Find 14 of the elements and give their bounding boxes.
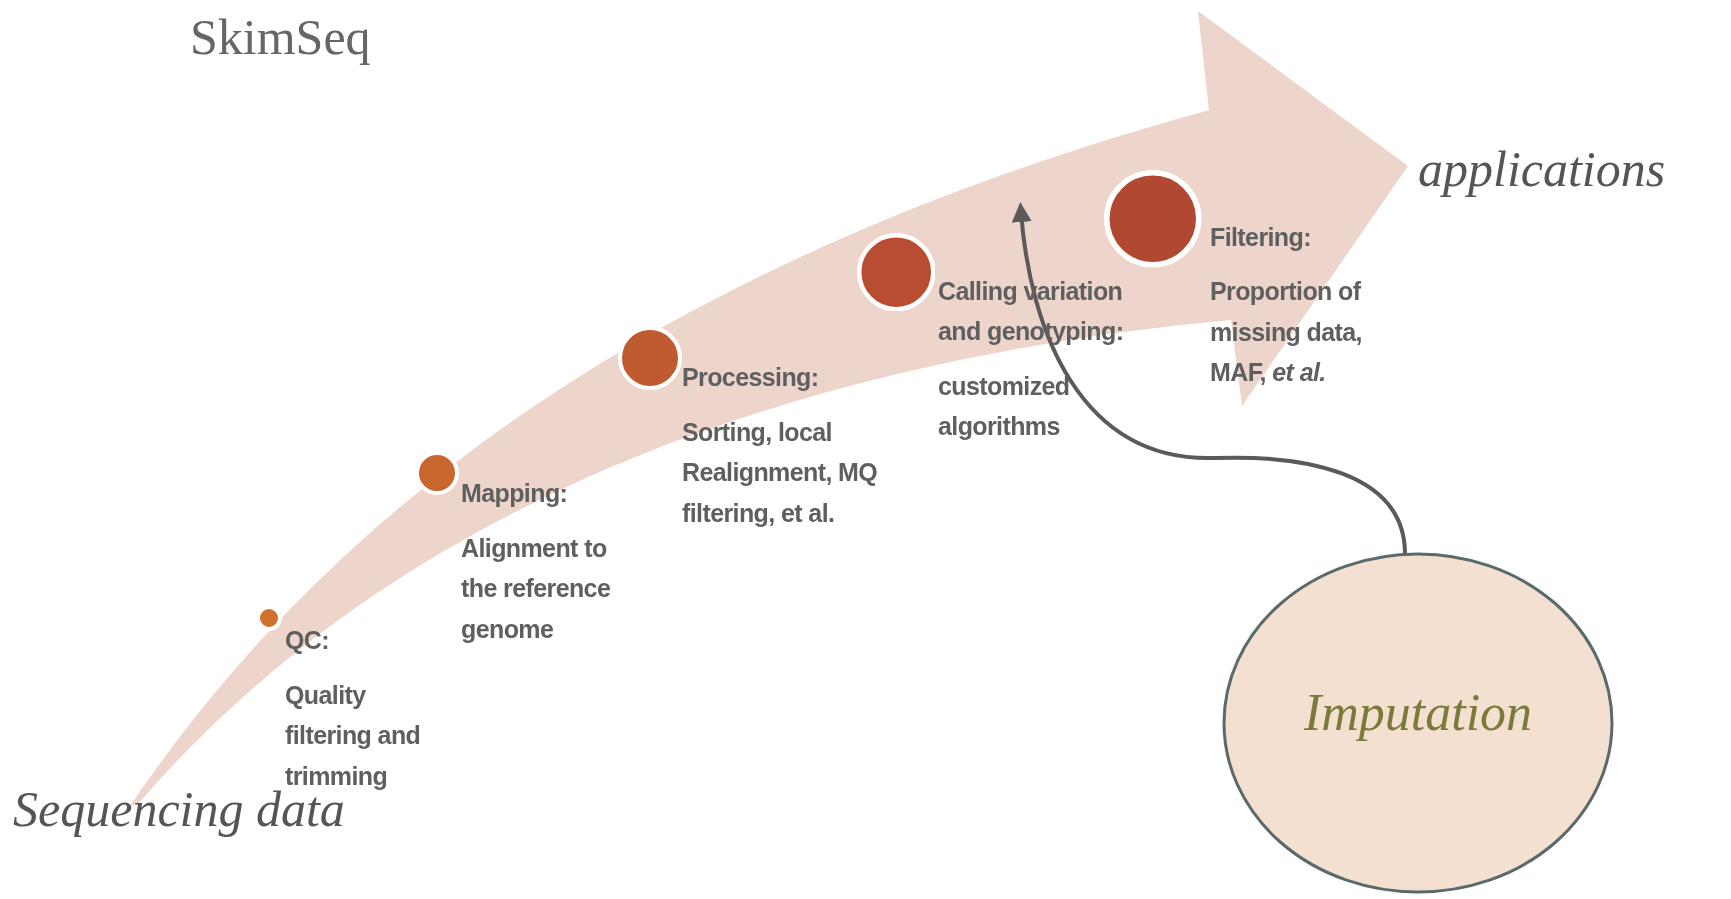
title: SkimSeq (190, 8, 371, 66)
step-heading: Mapping: (461, 478, 569, 509)
step-heading: Processing: (682, 362, 820, 393)
arrow (1012, 202, 1407, 555)
imputation-ellipse (1222, 552, 1614, 894)
step-description: Sorting, local Realignment, MQ filtering, et al. (682, 416, 879, 529)
step-description: customized algorithms (938, 371, 1071, 443)
step-description: Alignment to the reference genome (461, 532, 612, 645)
process-label: Imputation (1302, 683, 1534, 742)
endpoint-label: applications (1418, 140, 1666, 198)
step-heading: QC: (285, 625, 331, 656)
step-heading: Filtering: (1210, 222, 1312, 253)
step-description: Quality filtering and trimming (285, 679, 422, 790)
step-description: Proportion of missing data, MAF, et al. (1210, 276, 1363, 389)
